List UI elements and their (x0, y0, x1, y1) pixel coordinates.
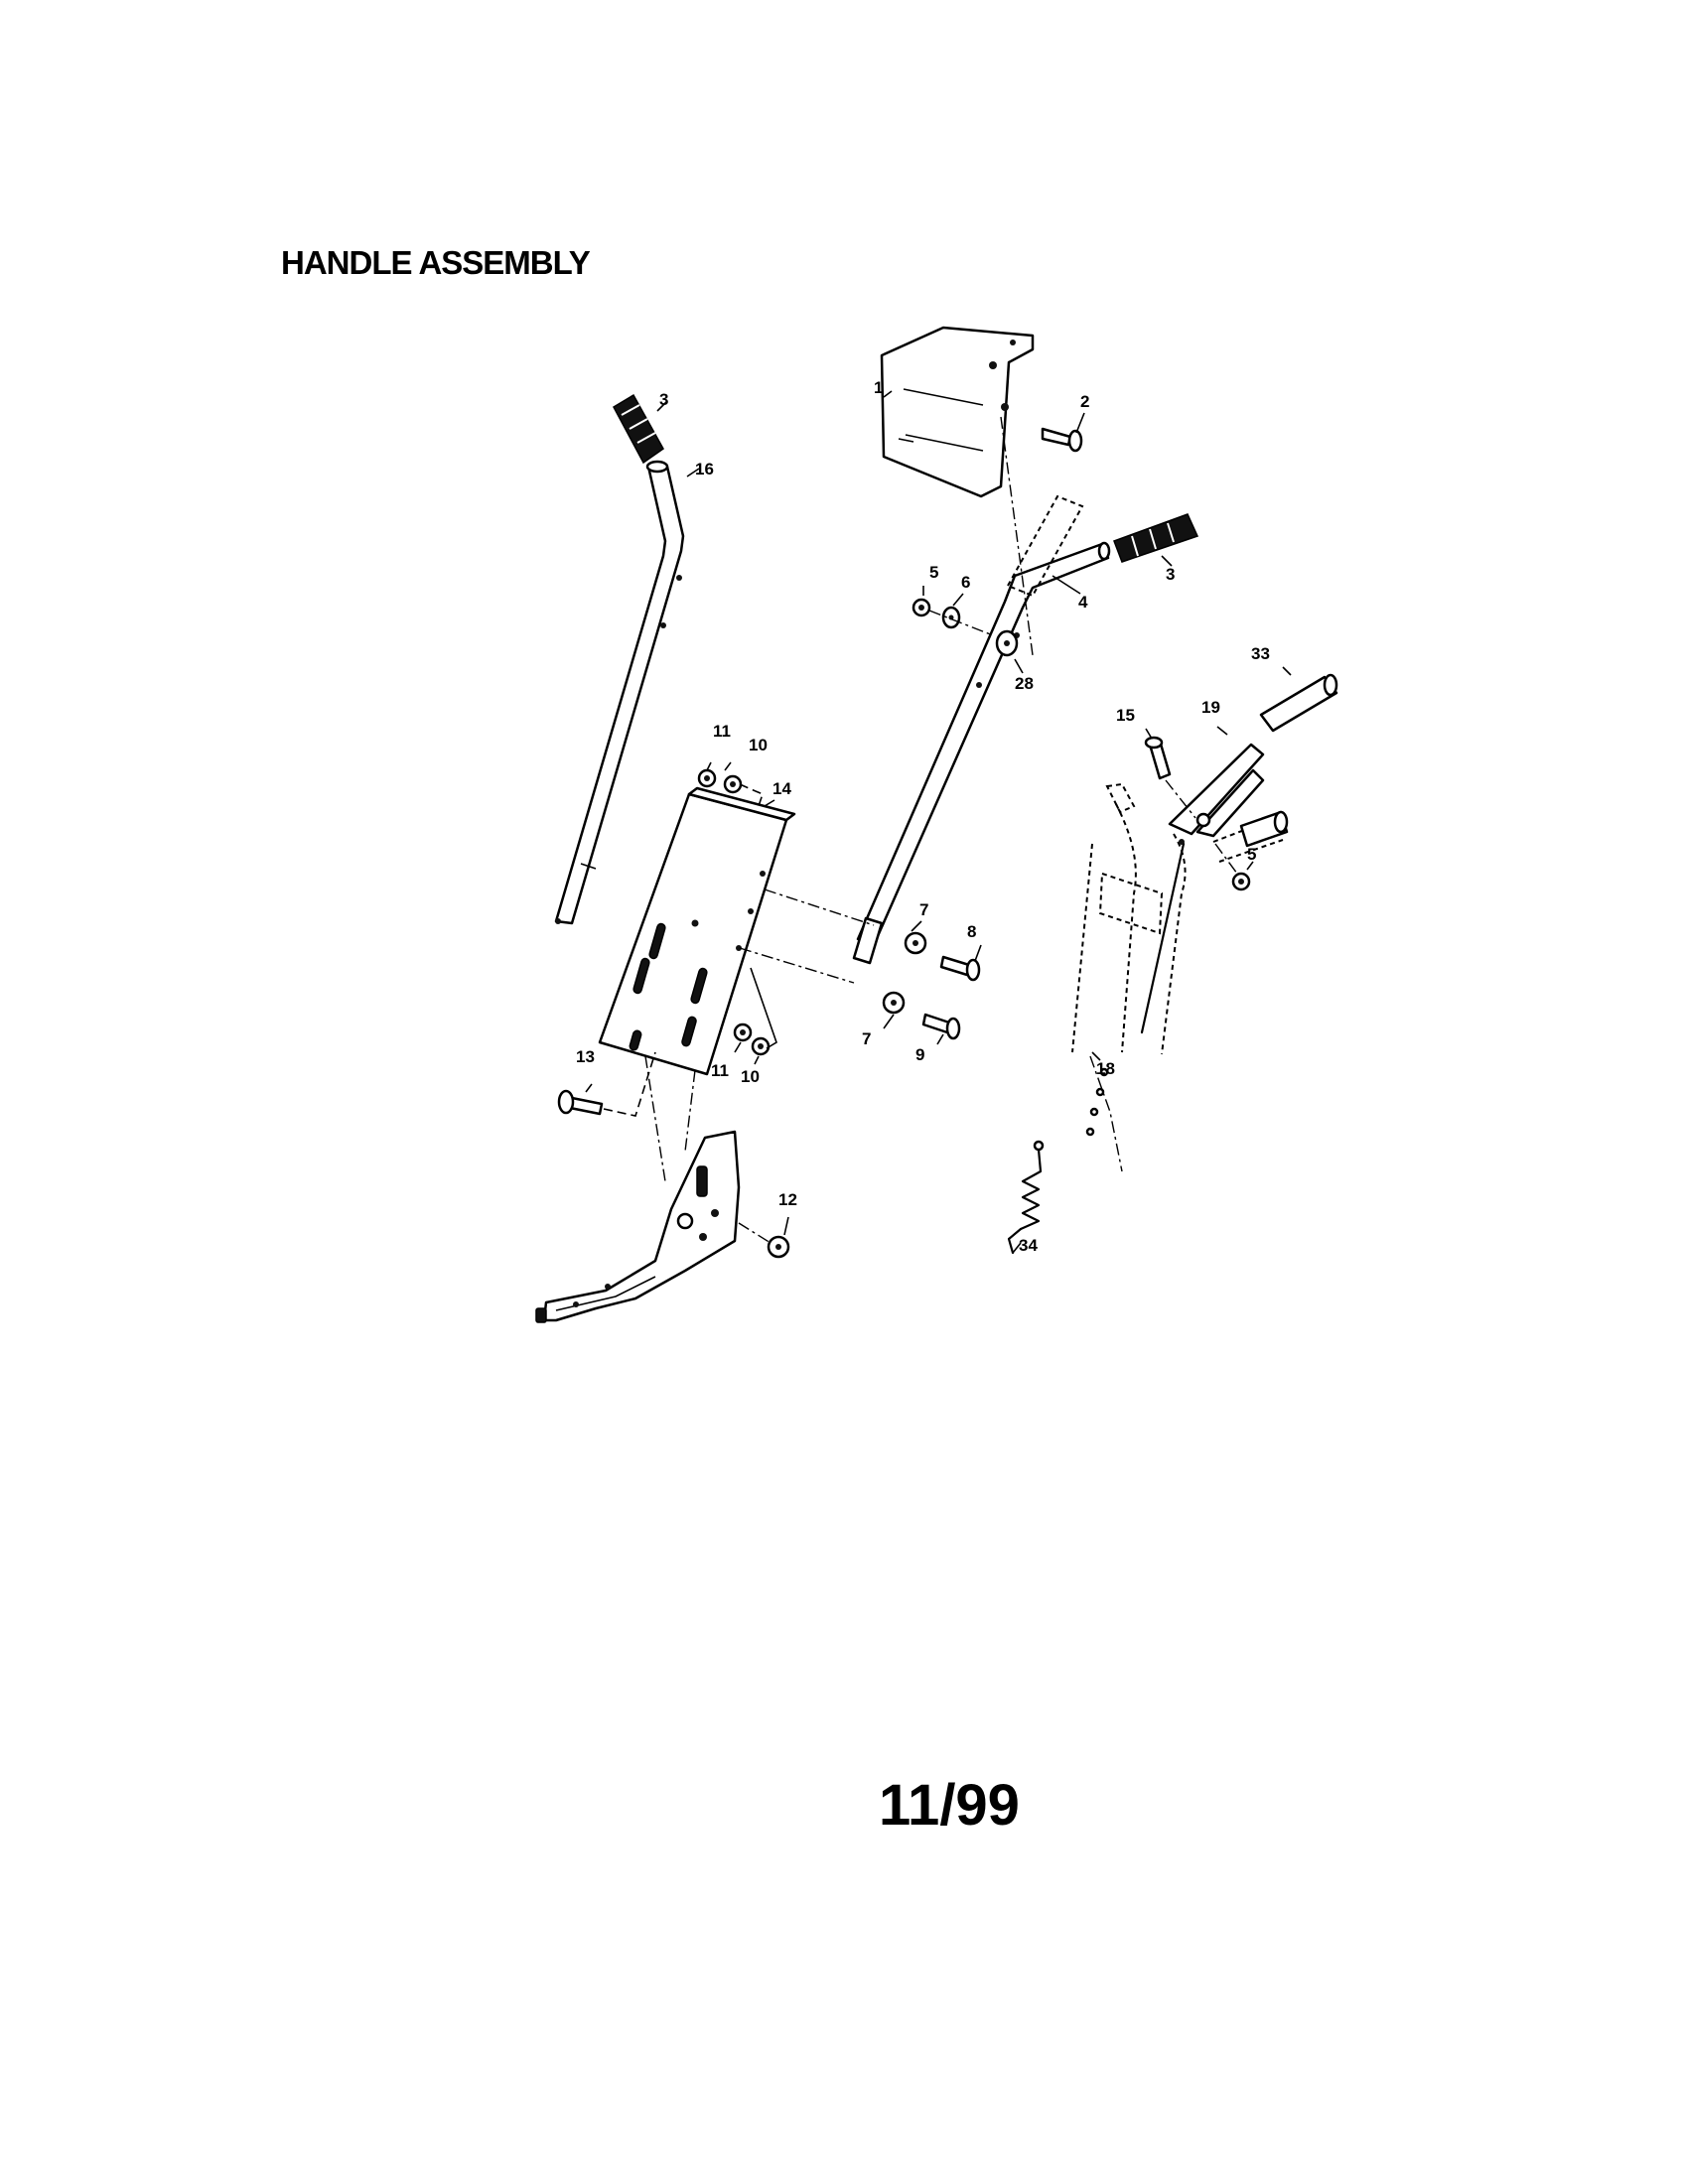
part-15-shoulder-bolt (1144, 736, 1172, 780)
callout-1: 1 (874, 378, 883, 397)
part-7-washer-upper (904, 931, 927, 955)
callout-10-lower: 10 (741, 1067, 760, 1086)
page-title: HANDLE ASSEMBLY (281, 244, 591, 281)
callout-9: 9 (915, 1045, 924, 1064)
part-34-spring (1007, 1140, 1045, 1255)
callout-11-upper: 11 (713, 722, 731, 741)
callout-34: 34 (1019, 1236, 1038, 1255)
leader-lines (585, 390, 1292, 1254)
part-10-washer-top (723, 774, 743, 794)
callout-3-left-grip: 3 (659, 390, 668, 409)
part-14-panel (598, 786, 796, 1076)
callout-4: 4 (1078, 593, 1088, 612)
part-8-bolt (939, 955, 981, 982)
part-28-washer (995, 629, 1019, 657)
callout-2: 2 (1080, 392, 1089, 411)
part-11-nut-top (697, 768, 717, 788)
part-10-washer-bottom (751, 1036, 771, 1056)
part-2-bolt (1041, 427, 1083, 453)
part-18-control-rod-assembly (1071, 782, 1289, 1172)
part-16-left-handle (554, 460, 685, 925)
part-3-right-grip (1113, 513, 1199, 563)
part-33-lever-grip (1259, 673, 1338, 733)
part-11-nut-bottom (733, 1023, 753, 1042)
part-12-nut (767, 1235, 790, 1259)
part-6-washer (941, 606, 961, 629)
page-footer-date: 11/99 (879, 1773, 1020, 1838)
callout-7-upper: 7 (919, 900, 928, 919)
callout-3-right-grip: 3 (1166, 565, 1175, 584)
callout-19: 19 (1201, 698, 1220, 717)
callout-12: 12 (778, 1190, 797, 1209)
callout-14: 14 (772, 779, 791, 798)
part-5-nut (912, 598, 931, 617)
callout-15: 15 (1116, 706, 1135, 725)
part-7-washer-lower (882, 991, 906, 1015)
part-1-bracket (880, 326, 1035, 498)
part-13-carriage-bolt (557, 1089, 604, 1116)
callout-5-upper: 5 (929, 563, 938, 582)
part-3-left-grip (613, 393, 664, 465)
callout-11-lower: 11 (711, 1061, 729, 1080)
part-9-bolt (921, 1013, 961, 1040)
part-19-control-lever (1168, 743, 1265, 845)
callout-5-lower: 5 (1247, 845, 1256, 864)
callout-33: 33 (1251, 644, 1270, 663)
callout-18: 18 (1096, 1059, 1115, 1078)
lower-frame-bracket (535, 1130, 741, 1323)
callout-10-upper: 10 (749, 736, 768, 754)
callout-7-lower: 7 (862, 1029, 871, 1048)
callout-16: 16 (695, 460, 714, 478)
callout-13: 13 (576, 1047, 595, 1066)
callout-6: 6 (961, 573, 970, 592)
callout-28: 28 (1015, 674, 1034, 693)
part-4-alt-position-ghost (1006, 494, 1084, 598)
part-5-nut-right (1231, 872, 1251, 891)
callout-8: 8 (967, 922, 976, 941)
callout-labels: 3 16 1 2 3 4 5 6 28 33 15 19 11 10 14 5 … (576, 378, 1270, 1255)
part-4-right-handle (852, 541, 1111, 965)
